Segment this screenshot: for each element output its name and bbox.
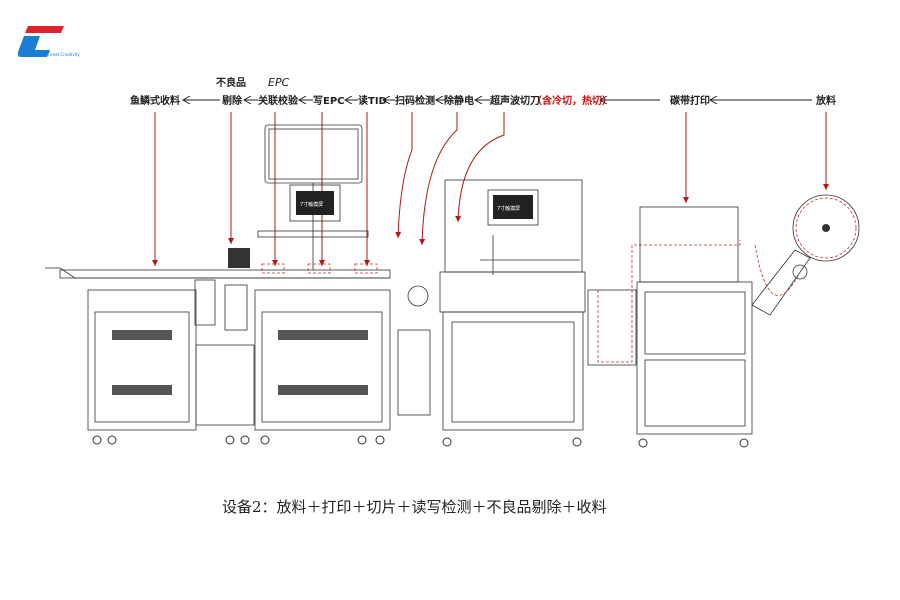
- cutter-unit: 7寸触摸屏: [439, 179, 586, 447]
- company-logo: Great Creativity: [17, 26, 80, 57]
- label-ribbon-print: 碳带打印: [670, 94, 710, 107]
- collect-and-verify-section: 7寸触摸屏: [45, 124, 431, 445]
- cutter-touchscreen-label: 7寸触摸屏: [497, 205, 520, 212]
- logo-text: Great Creativity: [48, 52, 80, 57]
- pointer-arrows: [152, 112, 829, 266]
- label-write-epc: 写EPC: [313, 95, 345, 107]
- label-epc-top: EPC: [268, 76, 290, 89]
- label-defective-remove: 剔除: [221, 94, 243, 107]
- label-fish-scale-collect: 鱼鳞式收料: [130, 94, 180, 107]
- diagram-caption: 设备2：放料＋打印＋切片＋读写检测＋不良品剔除＋收料: [222, 498, 607, 516]
- label-unwind: 放料: [815, 94, 836, 107]
- label-ultrasonic-cutter: 超声波切刀: [489, 94, 540, 107]
- label-epc-verify: 关联校验: [258, 94, 299, 107]
- process-flow-labels: 鱼鳞式收料 不良品 剔除 EPC 关联校验 写EPC 读TID 扫码检测 除静电…: [130, 76, 836, 107]
- label-defective-top: 不良品: [216, 76, 246, 89]
- label-static-removal: 除静电: [444, 94, 474, 107]
- label-read-tid: 读TID: [358, 94, 387, 107]
- label-scan-check: 扫码检测: [395, 94, 435, 107]
- label-cutter-note: （含冷切，热切）: [532, 94, 612, 107]
- print-unwind-unit: [587, 194, 860, 448]
- touchscreen-label: 7寸触摸屏: [300, 201, 323, 208]
